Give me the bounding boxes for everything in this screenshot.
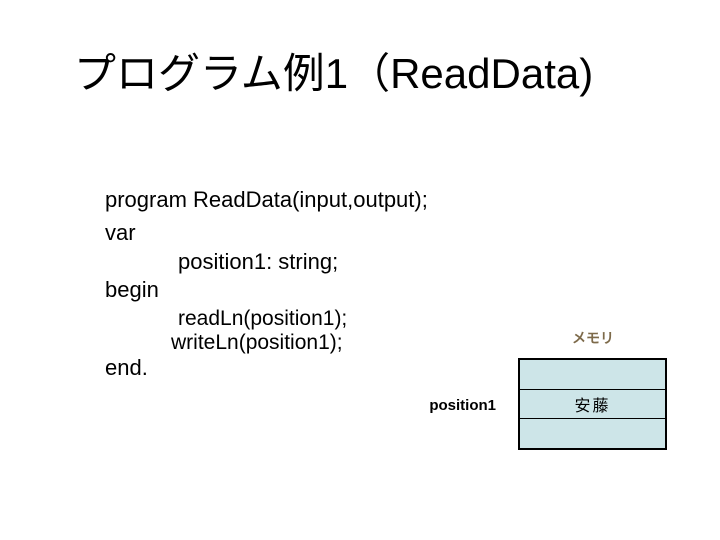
slide-title: プログラム例1（ReadData) xyxy=(74,50,594,97)
code-line-writeln: writeLn(position1); xyxy=(171,331,343,354)
variable-name-label: position1 xyxy=(429,397,496,414)
code-line-declaration: position1: string; xyxy=(178,249,339,274)
memory-label: メモリ xyxy=(572,330,614,346)
code-line-program: program ReadData(input,output); xyxy=(105,187,428,212)
code-line-end: end. xyxy=(105,355,148,380)
code-line-begin: begin xyxy=(105,277,159,302)
memory-cell-top xyxy=(520,360,665,389)
memory-cell-bottom xyxy=(520,418,665,449)
code-line-var: var xyxy=(105,220,136,245)
memory-table: 安藤 xyxy=(518,358,667,450)
code-line-readln: readLn(position1); xyxy=(178,307,348,330)
memory-cell-middle: 安藤 xyxy=(520,388,665,419)
